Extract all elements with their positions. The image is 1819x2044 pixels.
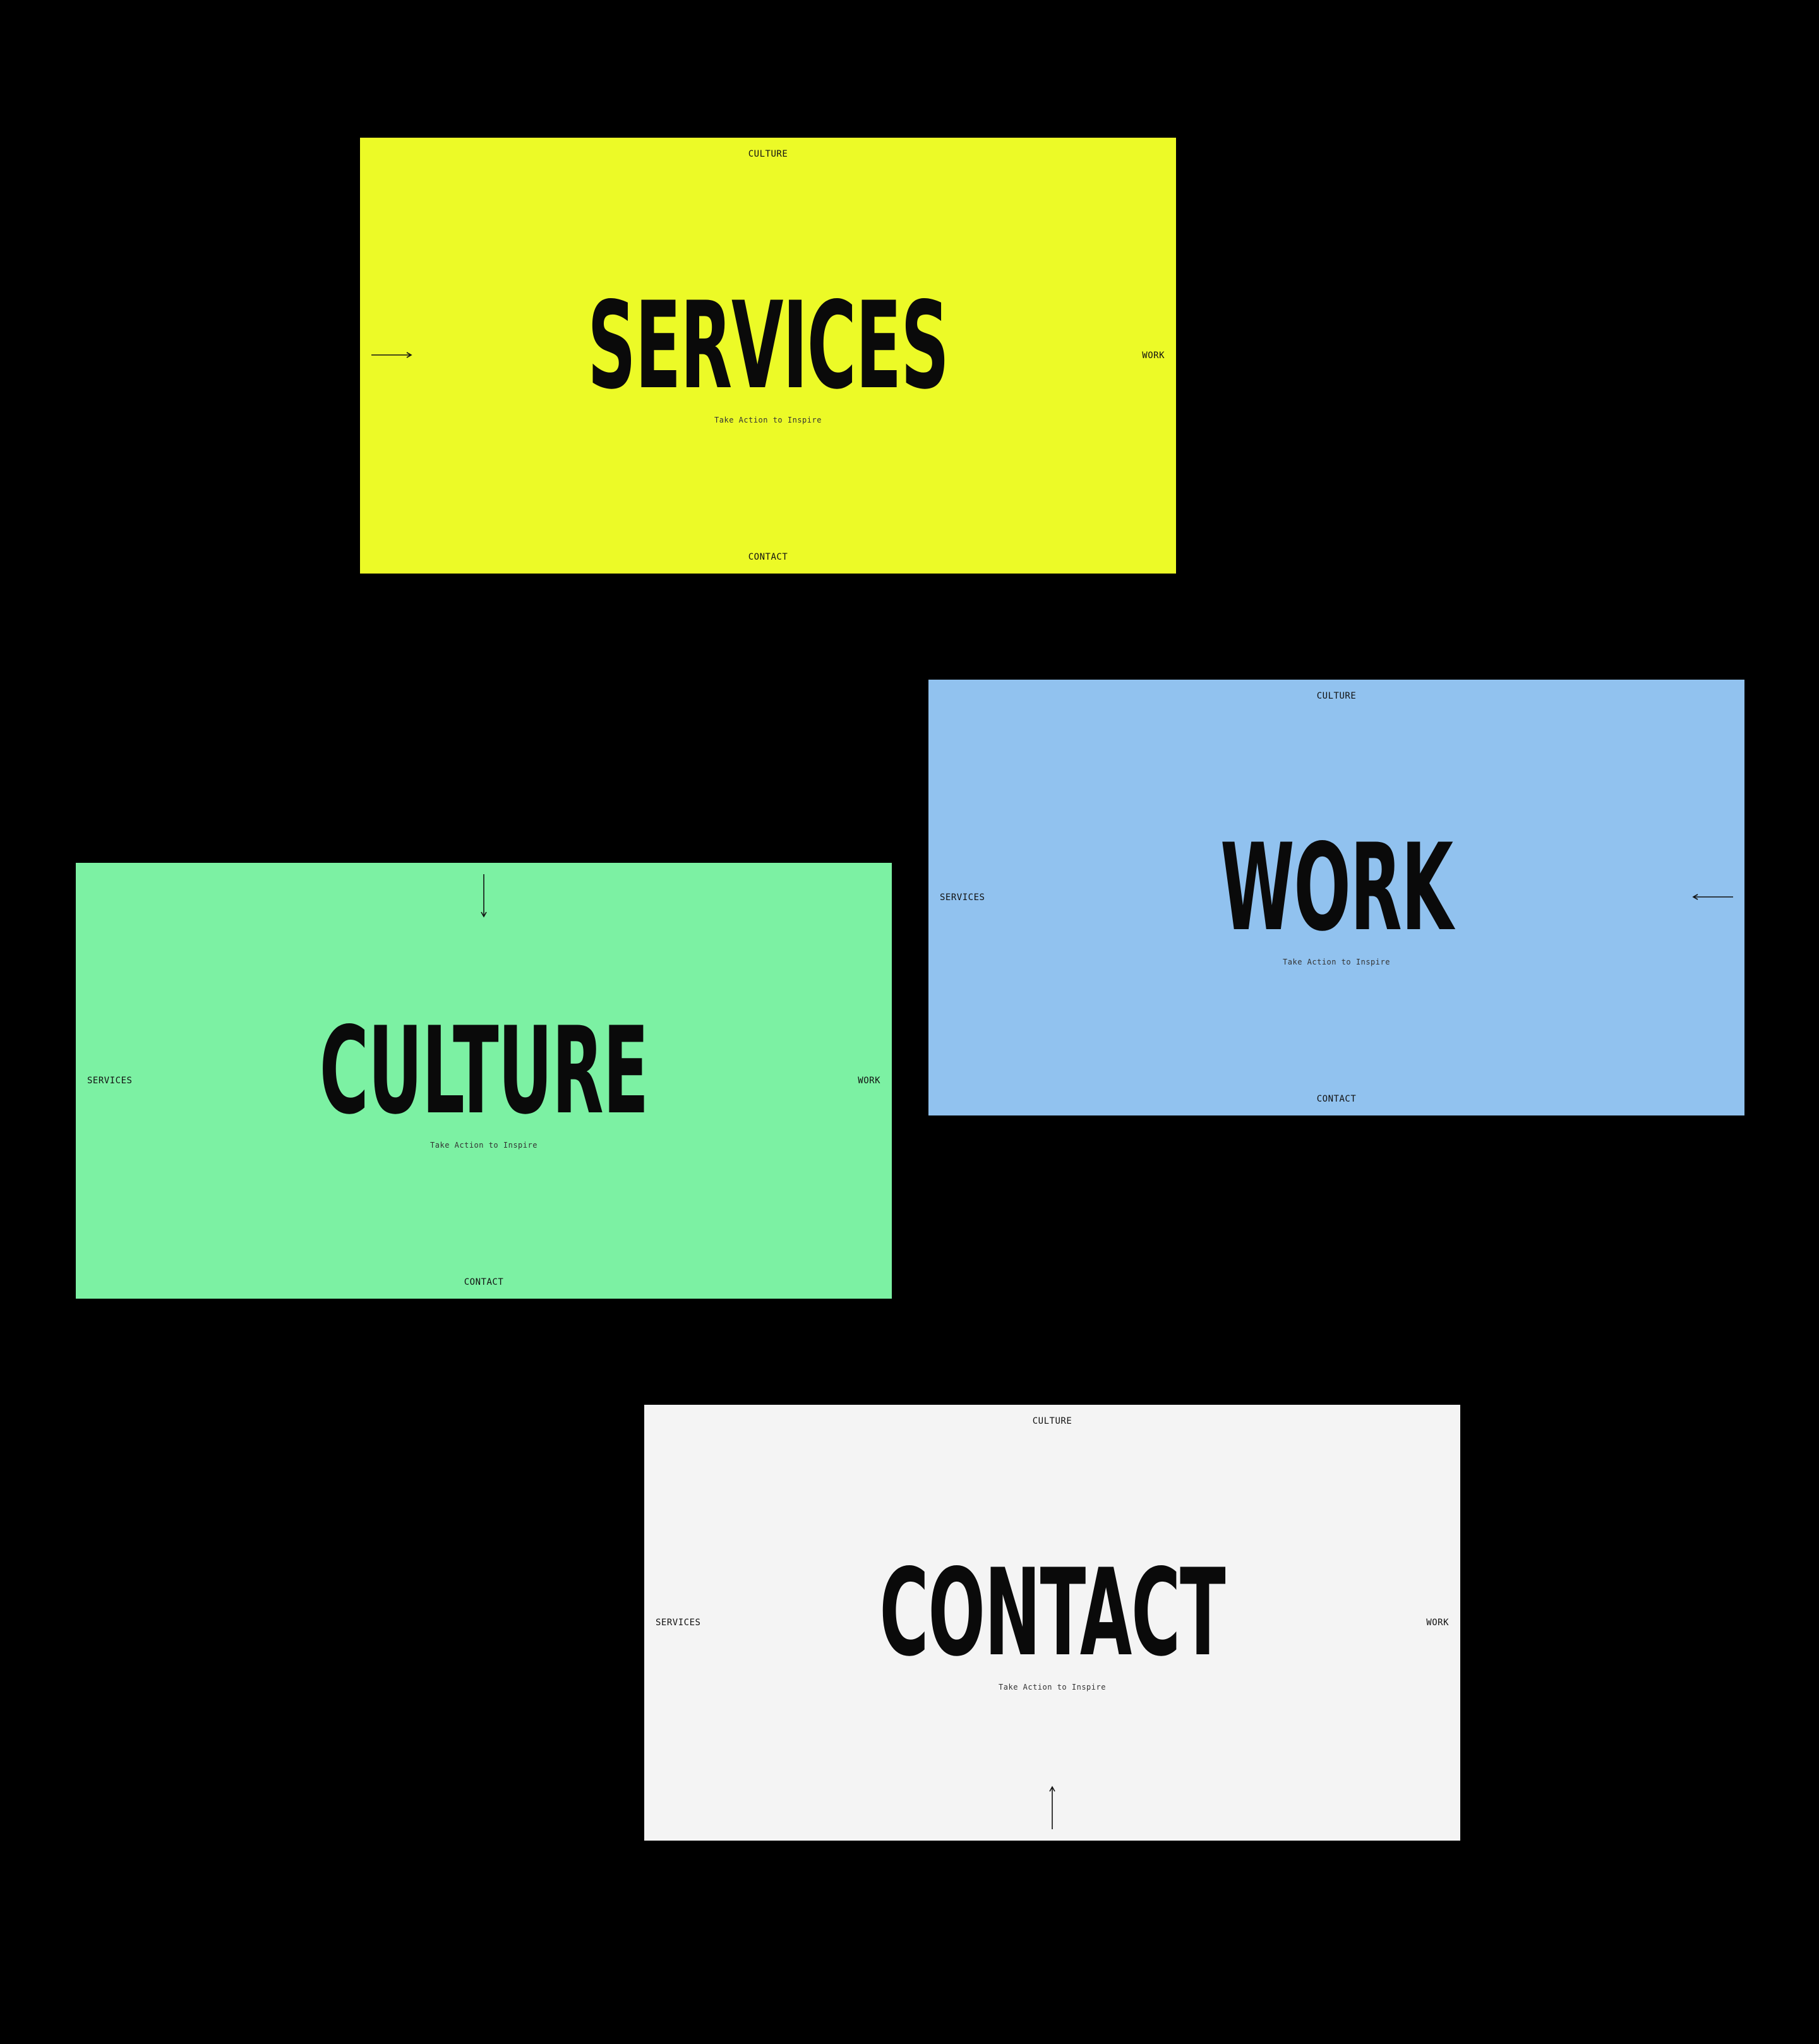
nav-contact-link[interactable]: CONTACT: [464, 1277, 504, 1287]
page-title: CONTACT: [879, 1543, 1225, 1683]
contact-card: CULTURE SERVICES CONTACT Take Action to …: [644, 1405, 1460, 1841]
page-title: WORK: [1220, 818, 1453, 958]
arrow-left-icon[interactable]: [1691, 892, 1733, 902]
tagline: Take Action to Inspire: [999, 1683, 1106, 1692]
arrow-right-icon[interactable]: [371, 350, 413, 360]
tagline: Take Action to Inspire: [430, 1141, 537, 1150]
nav-culture-link[interactable]: CULTURE: [1032, 1416, 1072, 1426]
work-card: CULTURE SERVICES WORK Take Action to Ins…: [928, 680, 1744, 1115]
tagline: Take Action to Inspire: [714, 416, 822, 424]
nav-contact-link[interactable]: CONTACT: [748, 552, 788, 562]
page-title: CULTURE: [319, 1001, 649, 1141]
nav-work-link[interactable]: WORK: [1426, 1618, 1449, 1628]
tagline: Take Action to Inspire: [1283, 958, 1390, 966]
arrow-down-icon[interactable]: [479, 874, 488, 918]
culture-card: SERVICES CULTURE Take Action to Inspire …: [76, 863, 892, 1299]
nav-work-link[interactable]: WORK: [858, 1076, 880, 1086]
services-card: CULTURE SERVICES Take Action to Inspire …: [360, 138, 1176, 574]
nav-services-link[interactable]: SERVICES: [87, 1076, 133, 1086]
nav-services-link[interactable]: SERVICES: [656, 1618, 701, 1628]
page-title: SERVICES: [587, 276, 949, 416]
nav-culture-link[interactable]: CULTURE: [1316, 691, 1357, 701]
nav-services-link[interactable]: SERVICES: [940, 893, 985, 903]
arrow-up-icon[interactable]: [1048, 1785, 1057, 1829]
nav-work-link[interactable]: WORK: [1142, 351, 1165, 361]
nav-contact-link[interactable]: CONTACT: [1316, 1094, 1357, 1104]
nav-culture-link[interactable]: CULTURE: [748, 149, 788, 159]
